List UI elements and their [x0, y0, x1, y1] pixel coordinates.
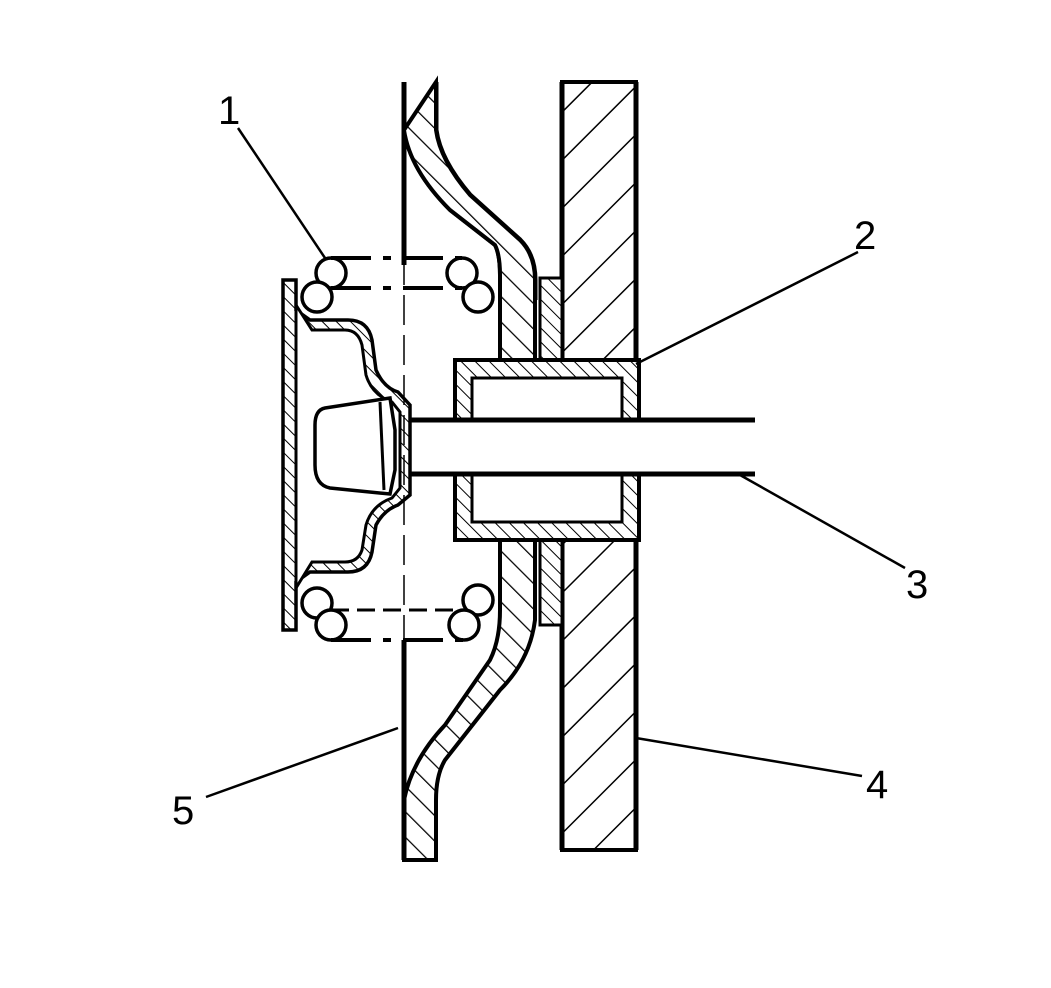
callout-5: 5: [172, 789, 194, 833]
cable-shaft: [400, 417, 755, 477]
leader-lines: [205, 127, 906, 799]
callout-1: 1: [218, 89, 240, 133]
outer-panel: [559, 80, 639, 852]
spring-coil: [300, 255, 495, 642]
retainer-housing: [281, 278, 412, 632]
callout-4: 4: [866, 763, 888, 807]
inner-panel: [401, 75, 538, 862]
callout-2: 2: [854, 214, 876, 258]
callout-3: 3: [906, 563, 928, 607]
